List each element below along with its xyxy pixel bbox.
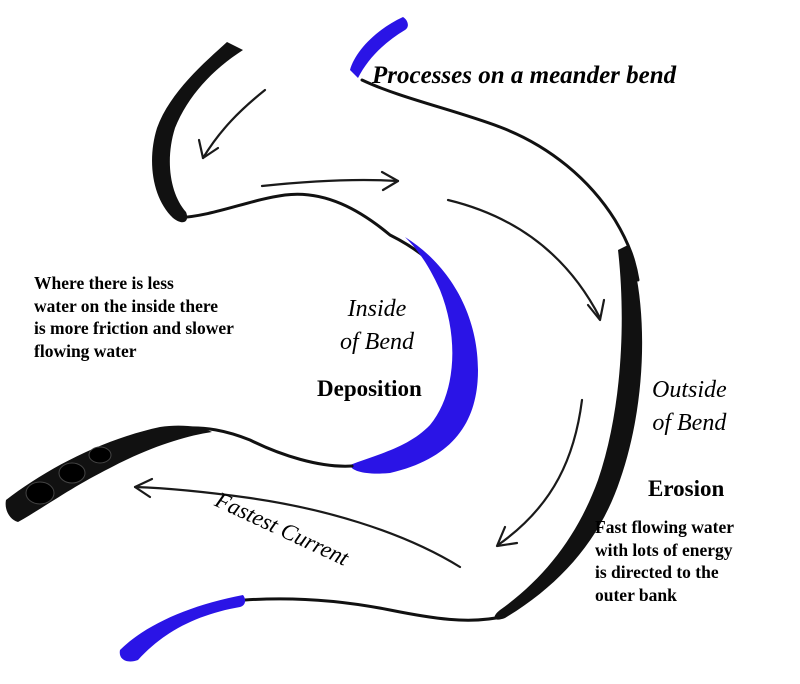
- top-blue-bank: [350, 17, 408, 78]
- flow-arrow-2-head: [380, 170, 400, 192]
- deposition-label: Deposition: [317, 376, 422, 401]
- flow-arrow-4-head: [495, 525, 519, 548]
- point-bar-deposition: [350, 237, 478, 474]
- outer-bank-erosion: [494, 245, 643, 620]
- bank-oval-3: [88, 446, 112, 464]
- inside-description: Where there is less water on the inside …: [34, 272, 234, 362]
- diagram-title: Processes on a meander bend: [372, 62, 677, 89]
- inside-desc-line-2: water on the inside there: [34, 295, 219, 316]
- outside-desc-line-2: with lots of energy: [595, 539, 733, 560]
- inside-desc-line-4: flowing water: [34, 340, 137, 361]
- bank-oval-1: [25, 481, 55, 505]
- erosion-label: Erosion: [648, 476, 725, 501]
- upper-left-bank: [152, 42, 243, 223]
- inside-desc-line-1: Where there is less: [34, 273, 174, 293]
- bank-oval-2: [58, 462, 86, 484]
- flow-arrow-3: [446, 198, 602, 320]
- bottom-blue-bank: [119, 595, 246, 662]
- outside-of-bend-label: Outside of Bend: [652, 374, 727, 440]
- outside-description: Fast flowing water with lots of energy i…: [595, 516, 734, 606]
- outer-bank-upper-line: [360, 78, 640, 282]
- flow-arrow-1-head: [197, 138, 220, 160]
- outside-desc-line-4: outer bank: [595, 584, 677, 605]
- outside-desc-line-1: Fast flowing water: [595, 517, 735, 537]
- inside-of-bend-label: Inside of Bend: [340, 293, 414, 359]
- fastest-current-arrow: [133, 485, 462, 569]
- outside-desc-line-3: is directed to the: [595, 562, 719, 582]
- flow-arrow-4: [496, 398, 584, 547]
- flow-arrow-1: [201, 88, 267, 160]
- outside-label-line-2: of Bend: [652, 410, 727, 436]
- inside-label-line-1: Inside: [347, 296, 407, 322]
- flow-arrow-3-head: [586, 298, 606, 322]
- fastest-current-arrow-head: [133, 477, 154, 499]
- lower-left-bank: [5, 425, 213, 522]
- lower-inner-bank-line: [183, 426, 354, 468]
- lower-outer-bank-line: [243, 597, 507, 622]
- inside-label-line-2: of Bend: [340, 329, 414, 355]
- outside-label-line-1: Outside: [652, 377, 727, 403]
- inside-desc-line-3: is more friction and slower: [34, 318, 234, 338]
- flow-arrow-2: [260, 178, 400, 188]
